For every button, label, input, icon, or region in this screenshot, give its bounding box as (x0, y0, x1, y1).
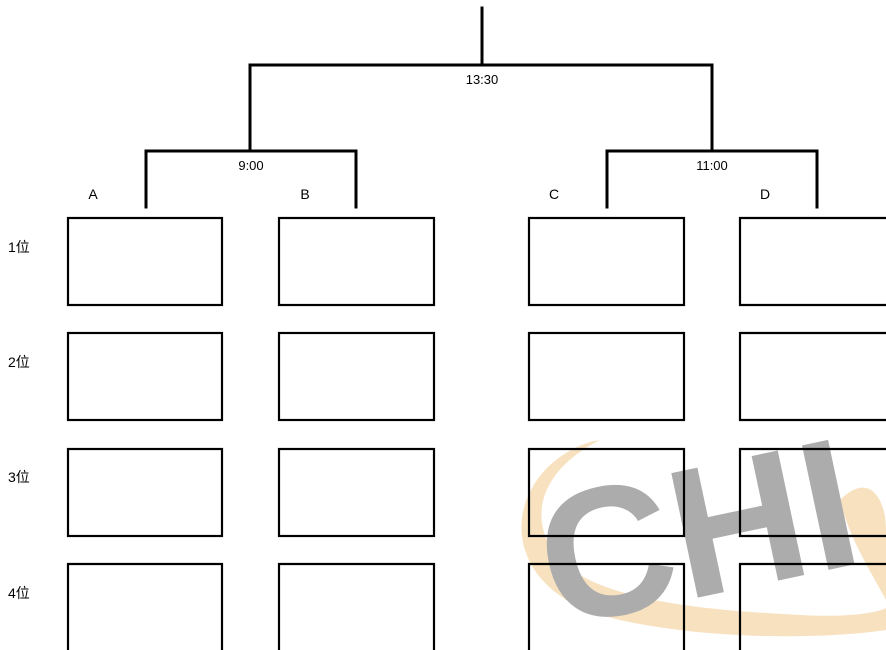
semi-right-time-label: 11:00 (696, 158, 728, 173)
rank-label-1: 1位 (8, 239, 30, 255)
final-time-label: 13:30 (466, 72, 499, 87)
entry-box-b4[interactable] (279, 564, 434, 650)
entry-box-b1[interactable] (279, 218, 434, 305)
entry-box-c1[interactable] (529, 218, 684, 305)
rank-label-4: 4位 (8, 585, 30, 601)
group-label-c: C (549, 186, 559, 202)
entry-box-d1[interactable] (740, 218, 886, 305)
group-label-a: A (88, 186, 98, 202)
watermark-logo: CHI (520, 399, 886, 650)
bracket-lines (146, 8, 817, 207)
entry-box-a1[interactable] (68, 218, 222, 305)
semi-left-time-label: 9:00 (238, 158, 263, 173)
rank-label-2: 2位 (8, 354, 30, 370)
rank-label-3: 3位 (8, 469, 30, 485)
entry-box-b2[interactable] (279, 333, 434, 420)
group-label-d: D (760, 186, 770, 202)
entry-box-a4[interactable] (68, 564, 222, 650)
entry-box-b3[interactable] (279, 449, 434, 536)
watermark-text: CHI (520, 399, 874, 650)
entry-box-a2[interactable] (68, 333, 222, 420)
group-label-b: B (300, 186, 309, 202)
entry-box-c2[interactable] (529, 333, 684, 420)
entry-box-a3[interactable] (68, 449, 222, 536)
